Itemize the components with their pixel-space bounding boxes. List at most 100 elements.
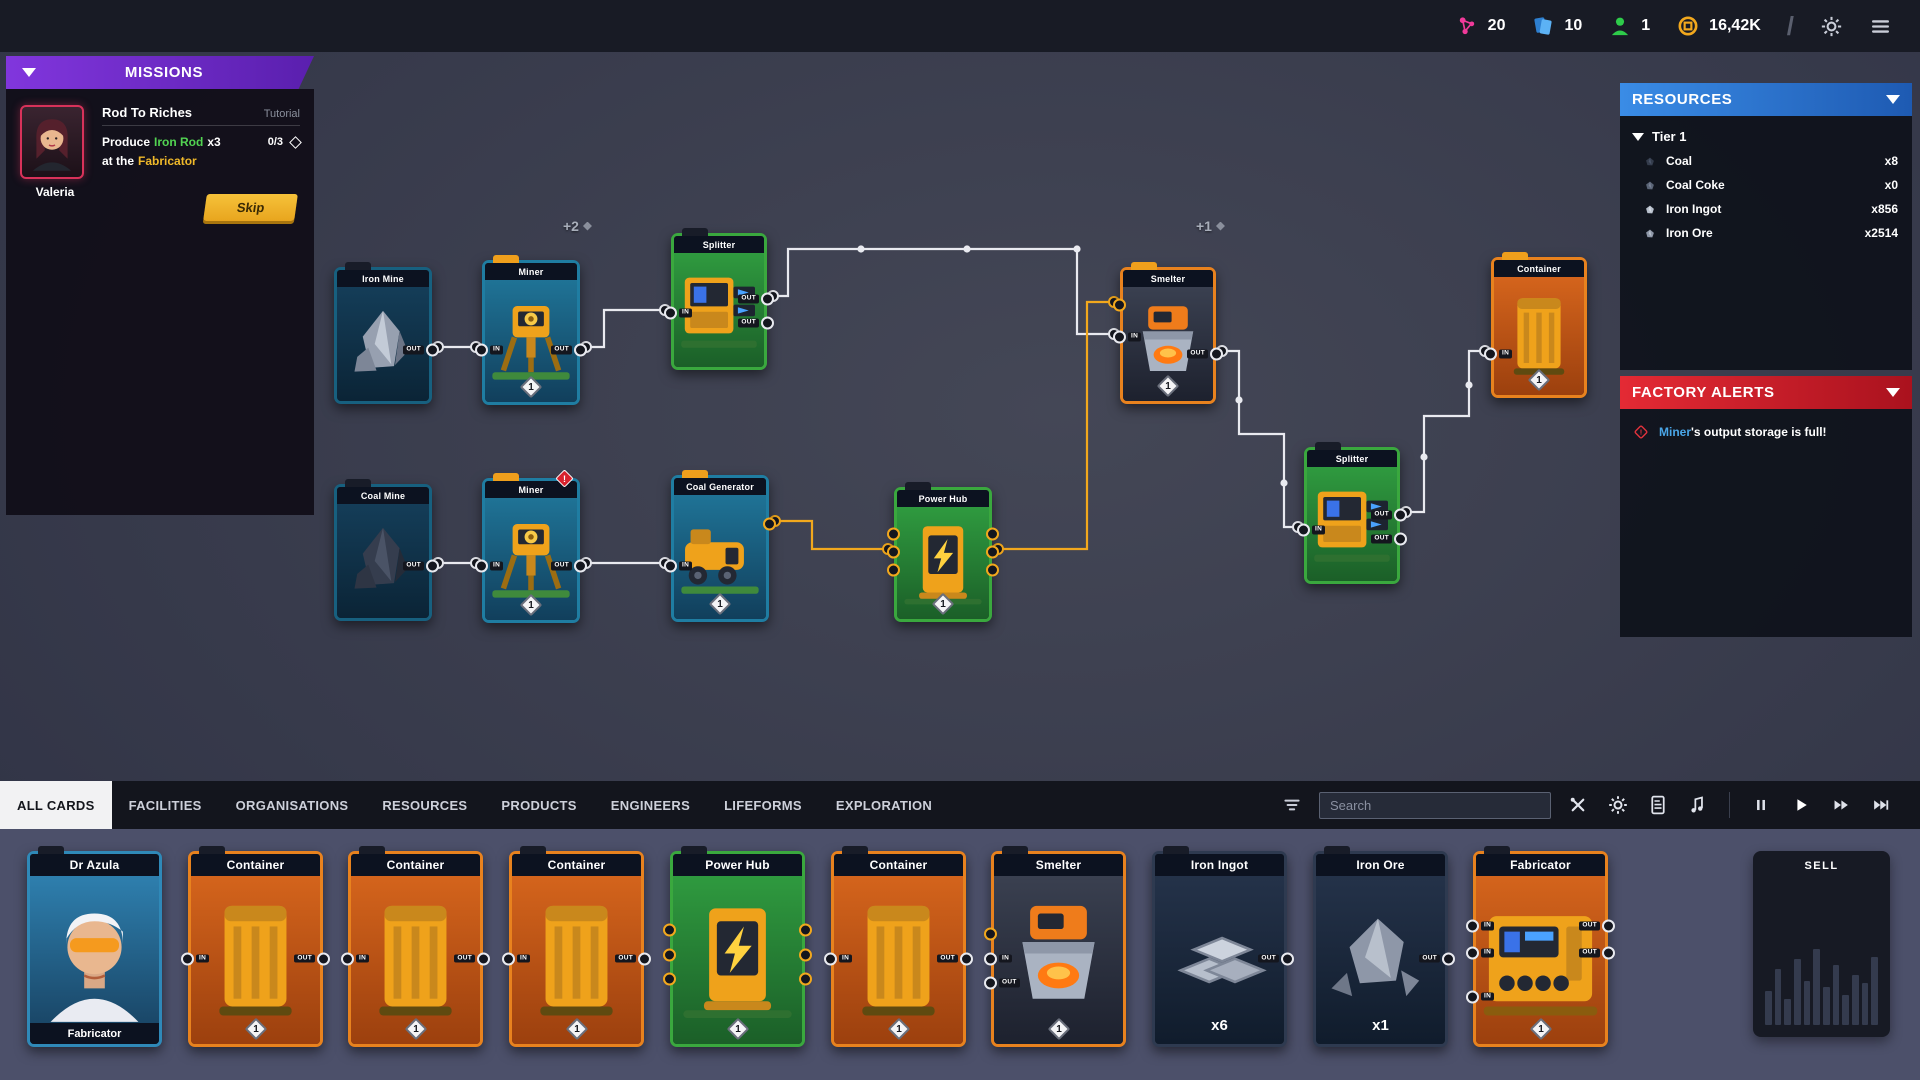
skip-to-end-button[interactable] (1868, 792, 1894, 818)
power-port[interactable] (986, 563, 999, 577)
out-port[interactable]: OUT (403, 343, 439, 357)
tab-facilities[interactable]: FACILITIES (128, 797, 202, 813)
fast-forward-button[interactable] (1828, 792, 1854, 818)
out-port[interactable]: OUT (984, 976, 1020, 990)
skip-button[interactable]: Skip (202, 194, 298, 221)
power-port[interactable] (1113, 298, 1126, 312)
power-port[interactable] (887, 563, 900, 577)
tab-all-cards[interactable]: ALL CARDS (0, 781, 112, 829)
play-button[interactable] (1788, 792, 1814, 818)
settings-gear-icon[interactable] (1820, 15, 1843, 38)
power-port[interactable] (986, 527, 999, 541)
power-port[interactable] (663, 923, 676, 937)
out-port[interactable]: OUT (1371, 532, 1407, 546)
out-port[interactable]: OUT (615, 952, 651, 965)
in-port[interactable]: IN (1466, 919, 1495, 933)
tier-row[interactable]: Tier 1 (1620, 124, 1912, 149)
power-port[interactable] (663, 972, 676, 986)
out-port[interactable]: OUT (738, 292, 774, 306)
pause-button[interactable] (1748, 792, 1774, 818)
in-port[interactable]: IN (984, 952, 1013, 965)
in-port[interactable]: IN (181, 952, 210, 965)
collapse-arrow-icon[interactable] (1886, 388, 1900, 397)
sell-panel[interactable]: SELL (1753, 851, 1890, 1037)
in-port[interactable]: IN (341, 952, 370, 965)
out-port[interactable]: OUT (1187, 347, 1223, 361)
automation-icon[interactable] (1605, 792, 1631, 818)
tab-resources[interactable]: RESOURCES (382, 797, 468, 813)
tab-engineers[interactable]: ENGINEERS (610, 797, 691, 813)
in-port[interactable]: IN (502, 952, 531, 965)
power-port[interactable] (984, 927, 997, 941)
report-icon[interactable] (1645, 792, 1671, 818)
collapse-arrow-icon[interactable] (1886, 95, 1900, 104)
collapse-arrow-icon[interactable] (22, 68, 36, 77)
build-tools-icon[interactable] (1565, 792, 1591, 818)
tab-organisations[interactable]: ORGANISATIONS (235, 797, 349, 813)
missions-header[interactable]: MISSIONS (6, 56, 314, 89)
out-port[interactable]: OUT (738, 316, 774, 330)
power-port[interactable] (799, 948, 812, 962)
search-input[interactable] (1319, 791, 1551, 819)
out-port[interactable]: OUT (937, 952, 973, 965)
music-icon[interactable] (1685, 792, 1711, 818)
out-port[interactable]: OUT (403, 559, 439, 573)
out-port[interactable]: OUT (294, 952, 330, 965)
tab-products[interactable]: PRODUCTS (501, 797, 577, 813)
out-port[interactable]: OUT (551, 343, 587, 357)
alert-item[interactable]: !Miner's output storage is full! (1632, 423, 1900, 441)
in-port[interactable]: IN (824, 952, 853, 965)
in-port[interactable]: IN (1466, 990, 1495, 1003)
menu-icon[interactable] (1869, 15, 1892, 38)
tab-exploration[interactable]: EXPLORATION (835, 797, 933, 813)
in-port[interactable]: IN (1297, 523, 1326, 537)
out-port[interactable]: OUT (551, 559, 587, 573)
in-port[interactable]: IN (1484, 347, 1513, 361)
in-port[interactable]: IN (1113, 330, 1142, 344)
tab-lifeforms[interactable]: LIFEFORMS (724, 797, 802, 813)
filter-icon[interactable] (1279, 792, 1305, 818)
power-port[interactable] (799, 972, 812, 986)
in-port[interactable]: IN (664, 559, 693, 573)
power-port[interactable] (799, 923, 812, 937)
resources-header[interactable]: RESOURCES (1620, 83, 1912, 116)
out-port[interactable]: OUT (454, 952, 490, 965)
in-port[interactable]: IN (475, 343, 504, 357)
power-port[interactable] (763, 517, 776, 531)
in-port[interactable]: IN (1466, 946, 1495, 960)
power-port[interactable] (887, 527, 900, 541)
in-port[interactable]: IN (664, 306, 693, 320)
alerts-header[interactable]: FACTORY ALERTS (1620, 376, 1912, 409)
out-port[interactable]: OUT (1579, 946, 1615, 960)
power-port[interactable] (986, 545, 999, 559)
in-port[interactable]: IN (475, 559, 504, 573)
out-port[interactable]: OUT (1258, 952, 1294, 965)
out-port[interactable]: OUT (1371, 508, 1407, 522)
out-port[interactable]: OUT (1579, 919, 1615, 933)
out-port[interactable]: OUT (1419, 952, 1455, 965)
